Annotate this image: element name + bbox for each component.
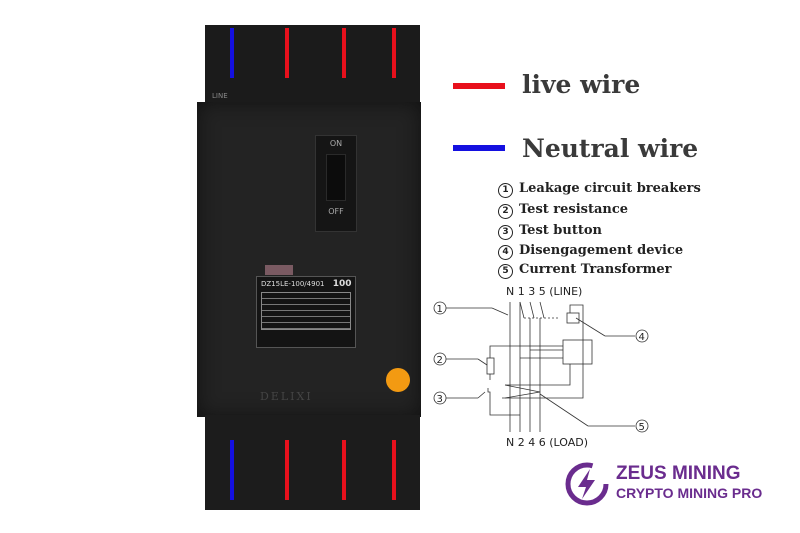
neutral-wire-top: [230, 28, 234, 78]
neutral-wire-label: Neutral wire: [522, 134, 699, 163]
live-wire-top: [285, 28, 289, 78]
rating-plate: DZ15LE-100/4901 100: [256, 265, 356, 348]
marker-3: 3: [433, 391, 447, 405]
logo-line1: ZEUS MINING: [616, 463, 741, 484]
circuit-diagram: N 1 3 5 (LINE) N 2 4 6 (LOAD) 1 2 3 4 5: [433, 285, 649, 449]
svg-text:3: 3: [437, 394, 443, 405]
line-label: LINE: [212, 92, 228, 100]
load-label: N 2 4 6 (LOAD): [506, 436, 588, 449]
marker-5: 5: [635, 419, 649, 433]
svg-text:2: 2: [437, 355, 443, 366]
live-wire-bottom: [285, 440, 289, 500]
breaker-top-terminals: [205, 25, 420, 105]
live-wire-label: live wire: [522, 70, 641, 99]
switch-off-label: OFF: [328, 207, 344, 216]
svg-text:4: 4: [639, 332, 645, 343]
plate-model: DZ15LE-100/4901: [261, 280, 325, 288]
live-wire-swatch: [453, 83, 505, 89]
marker-2: 2: [433, 352, 447, 366]
breaker-body: [197, 102, 421, 417]
live-wire-top: [342, 28, 346, 78]
logo-line2: CRYPTO MINING PRO: [616, 485, 763, 501]
plate-blur: [265, 265, 293, 275]
marker-1: 1: [433, 301, 447, 315]
svg-text:1: 1: [437, 304, 443, 315]
breaker-switch[interactable]: ON OFF: [315, 135, 357, 232]
marker-4: 4: [635, 329, 649, 343]
live-wire-top: [392, 28, 396, 78]
line-label: N 1 3 5 (LINE): [506, 285, 582, 298]
svg-text:5: 5: [639, 422, 645, 433]
test-button[interactable]: [386, 368, 410, 392]
zeus-logo-icon: [565, 462, 609, 506]
live-wire-bottom: [392, 440, 396, 500]
brand-text: DELIXI: [260, 390, 313, 403]
plate-current: 100: [332, 279, 352, 289]
breaker-bottom-terminals: [205, 415, 420, 510]
neutral-wire-bottom: [230, 440, 234, 500]
live-wire-bottom: [342, 440, 346, 500]
switch-on-label: ON: [329, 139, 343, 148]
neutral-wire-swatch: [453, 145, 505, 151]
switch-lever: [326, 154, 346, 201]
